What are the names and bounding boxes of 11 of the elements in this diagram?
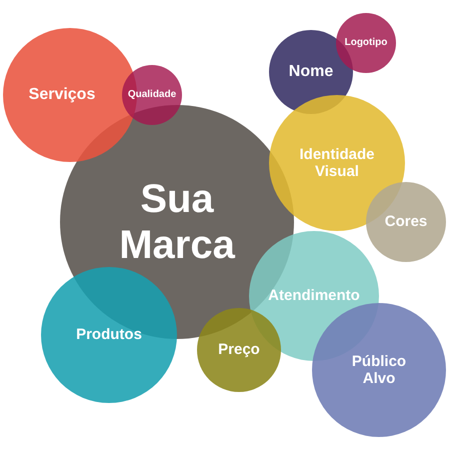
bubble-label: Cores (384, 213, 428, 231)
bubble-label: Logotipo (344, 37, 388, 49)
bubble-label: Serviços (28, 86, 96, 104)
bubble-label: Atendimento (268, 287, 360, 305)
bubble-label: Nome (288, 62, 334, 82)
bubble-label: Produtos (76, 326, 142, 344)
bubble-label: Sua Marca (118, 176, 236, 268)
bubble-label: Público Alvo (350, 352, 408, 388)
bubble-label: Qualidade (128, 89, 176, 101)
bubble-label: Preço (218, 341, 260, 359)
bubble-label: Identidade Visual (298, 146, 376, 180)
